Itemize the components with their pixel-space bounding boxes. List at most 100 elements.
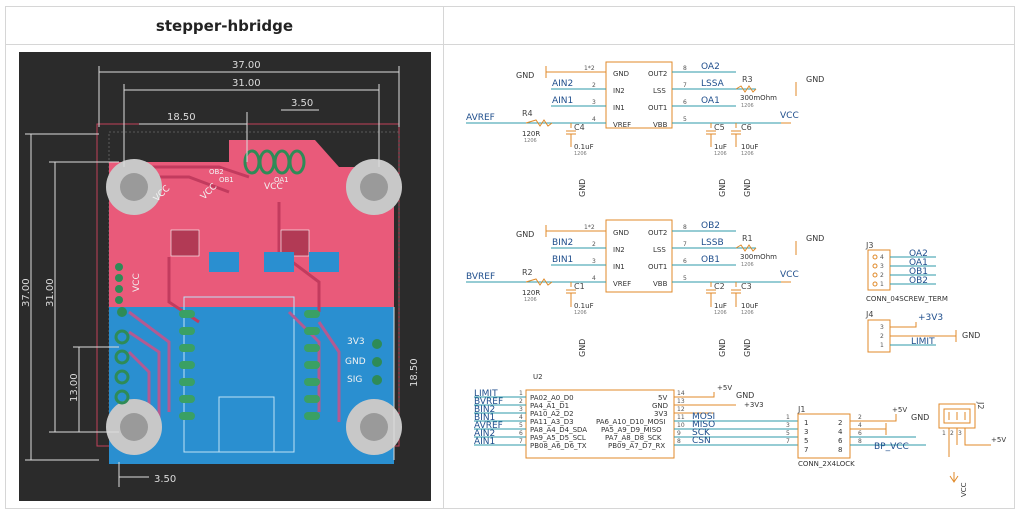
svg-text:VCC: VCC — [960, 482, 968, 497]
module-u2: U2 PA02_A0_D0 PA4_A1_D1 PA10_A2_D2 PA11_… — [474, 373, 801, 459]
svg-text:1206: 1206 — [574, 310, 587, 316]
svg-text:300mOhm: 300mOhm — [740, 253, 777, 261]
svg-text:VBB: VBB — [653, 280, 668, 288]
dim-height-inner: 31.00 — [45, 278, 56, 307]
svg-text:7: 7 — [519, 438, 523, 445]
svg-text:1206: 1206 — [714, 151, 727, 157]
svg-text:OB1: OB1 — [701, 255, 720, 265]
svg-text:PA4_A1_D1: PA4_A1_D1 — [530, 402, 569, 410]
svg-text:U2: U2 — [533, 373, 543, 381]
silk-gnd: GND — [345, 357, 366, 367]
svg-text:LIMIT: LIMIT — [474, 389, 498, 399]
svg-text:PA5_A9_D9_MISO: PA5_A9_D9_MISO — [601, 426, 662, 434]
svg-text:+3V3: +3V3 — [918, 313, 943, 323]
svg-text:10uF: 10uF — [741, 302, 758, 310]
svg-text:5: 5 — [683, 275, 687, 282]
svg-text:C2: C2 — [714, 282, 725, 291]
driver-2-labels: GND BIN2 BIN1 BVREF OB2 LSSB OB1 GND VCC… — [466, 221, 824, 357]
svg-text:0.1uF: 0.1uF — [574, 302, 594, 310]
svg-text:1206: 1206 — [524, 297, 537, 303]
svg-text:AVREF: AVREF — [466, 113, 495, 123]
svg-text:10uF: 10uF — [741, 143, 758, 151]
svg-text:1: 1 — [880, 342, 884, 349]
svg-text:1206: 1206 — [574, 151, 587, 157]
driver-ic-a — [170, 229, 200, 257]
usb-outline — [218, 396, 275, 453]
svg-text:2: 2 — [858, 414, 862, 421]
svg-text:BP_VCC: BP_VCC — [874, 442, 909, 452]
svg-text:PB09_A7_D7_RX: PB09_A7_D7_RX — [608, 442, 665, 450]
header-pins-right — [372, 339, 382, 385]
connector-j2: J2 1 2 3 +5V VCC — [938, 401, 1006, 497]
svg-text:R3: R3 — [742, 75, 753, 84]
svg-text:BIN2: BIN2 — [552, 238, 573, 248]
svg-text:8: 8 — [858, 438, 862, 445]
svg-text:IN1: IN1 — [613, 263, 625, 271]
svg-text:VREF: VREF — [613, 121, 631, 129]
svg-text:1*2: 1*2 — [584, 224, 595, 231]
svg-text:IN1: IN1 — [613, 104, 625, 112]
svg-text:J2: J2 — [976, 401, 985, 409]
dim-bottom-offset: 3.50 — [154, 474, 176, 485]
svg-text:6: 6 — [838, 437, 843, 445]
svg-text:4: 4 — [838, 428, 843, 436]
silk-oa1: OA1 — [274, 176, 289, 184]
svg-text:J1: J1 — [797, 405, 805, 414]
svg-text:6: 6 — [683, 99, 687, 106]
svg-text:1206: 1206 — [741, 151, 754, 157]
svg-text:R1: R1 — [742, 234, 753, 243]
connector-j4: J4 3 2 1 +3V3 GND LIMIT — [865, 310, 980, 353]
svg-text:C4: C4 — [574, 123, 585, 132]
svg-text:7: 7 — [683, 241, 687, 248]
svg-text:OA2: OA2 — [909, 249, 928, 259]
svg-text:PA11_A3_D3: PA11_A3_D3 — [530, 418, 574, 426]
svg-text:3: 3 — [519, 406, 523, 413]
svg-text:OB2: OB2 — [909, 276, 928, 286]
column-divider — [443, 7, 444, 508]
svg-text:1206: 1206 — [741, 310, 754, 316]
svg-text:GND: GND — [516, 230, 534, 239]
driver-2-wires — [466, 225, 797, 307]
svg-text:5: 5 — [519, 422, 523, 429]
svg-text:LSS: LSS — [653, 246, 666, 254]
svg-text:AVREF: AVREF — [474, 421, 503, 431]
driver-1-wires — [466, 66, 797, 147]
svg-text:8: 8 — [677, 438, 681, 445]
svg-text:C5: C5 — [714, 123, 725, 132]
silk-ob2: OB2 — [209, 168, 224, 176]
svg-text:PA02_A0_D0: PA02_A0_D0 — [530, 394, 574, 402]
svg-text:120R: 120R — [522, 289, 540, 297]
svg-text:5: 5 — [786, 430, 790, 437]
svg-text:GND: GND — [806, 234, 824, 243]
silk-vcc-4: VCC — [132, 273, 142, 292]
svg-text:8: 8 — [683, 224, 687, 231]
svg-text:120R: 120R — [522, 130, 540, 138]
svg-text:GND: GND — [613, 229, 629, 237]
table-frame: stepper-hbridge — [5, 6, 1015, 509]
bottom-traces — [127, 310, 341, 432]
svg-text:GND: GND — [736, 391, 754, 400]
svg-text:PA6_A10_D10_MOSI: PA6_A10_D10_MOSI — [596, 418, 666, 426]
svg-text:PA10_A2_D2: PA10_A2_D2 — [530, 410, 574, 418]
svg-text:GND: GND — [578, 339, 587, 357]
svg-text:1*2: 1*2 — [584, 65, 595, 72]
svg-text:4: 4 — [592, 275, 596, 282]
svg-text:7: 7 — [683, 82, 687, 89]
svg-text:11: 11 — [677, 414, 685, 421]
svg-text:BVREF: BVREF — [474, 397, 503, 407]
svg-text:10: 10 — [677, 422, 685, 429]
header-pins-left — [114, 263, 130, 405]
svg-text:LSSB: LSSB — [701, 238, 724, 248]
svg-text:OB2: OB2 — [701, 221, 720, 231]
svg-text:AIN2: AIN2 — [474, 429, 495, 439]
silk-vcc-3: VCC — [264, 182, 283, 192]
svg-text:2: 2 — [592, 82, 596, 89]
svg-text:BIN1: BIN1 — [474, 413, 495, 423]
svg-text:LIMIT: LIMIT — [911, 337, 935, 347]
svg-text:6: 6 — [858, 430, 862, 437]
svg-text:SCK: SCK — [692, 428, 711, 438]
pcb-layout-image: 37.00 31.00 18.50 3.50 37.00 31.00 13.00… — [19, 52, 431, 501]
svg-text:J3: J3 — [865, 241, 873, 250]
svg-text:GND: GND — [962, 331, 980, 340]
svg-text:1: 1 — [519, 390, 523, 397]
